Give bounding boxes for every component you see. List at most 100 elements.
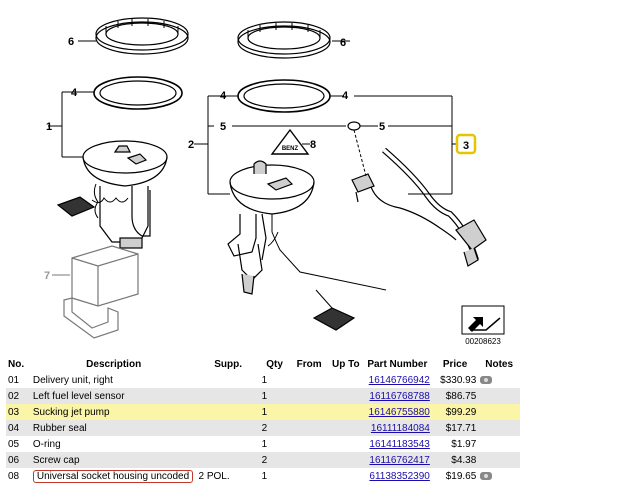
parts-table: No. Description Supp. Qty From Up To Par… <box>6 356 520 484</box>
row-number: 01 <box>6 372 31 388</box>
header-no: No. <box>6 356 31 372</box>
row-description: Sucking jet pump <box>30 404 197 420</box>
part-number-link[interactable]: 16111184084 <box>370 422 430 434</box>
row-part-number: 16146755880 <box>362 404 432 420</box>
row-qty: 1 <box>259 372 290 388</box>
back-arrow-icon[interactable] <box>461 305 505 335</box>
row-description: Left fuel level sensor <box>30 388 197 404</box>
callout-4-left: 4 <box>71 87 78 99</box>
part-number-link[interactable]: 16146766942 <box>368 374 430 386</box>
table-row[interactable]: 08 Universal socket housing uncoded 2 PO… <box>6 468 520 484</box>
header-price: Price <box>431 356 479 372</box>
row-price: $17.71 <box>431 420 479 436</box>
row-number: 04 <box>6 420 31 436</box>
row-upto <box>328 436 363 452</box>
row-from <box>289 468 329 484</box>
row-notes <box>478 420 520 436</box>
row-part-number: 16116768788 <box>362 388 432 404</box>
row-number: 06 <box>6 452 31 468</box>
table-header-row: No. Description Supp. Qty From Up To Par… <box>6 356 520 372</box>
callout-3: 3 <box>463 140 469 152</box>
row-price: $86.75 <box>431 388 479 404</box>
row-price: $99.29 <box>431 404 479 420</box>
row-price: $330.93 <box>431 372 479 388</box>
row-description: Screw cap <box>30 452 197 468</box>
row-notes <box>478 404 520 420</box>
row-number: 05 <box>6 436 31 452</box>
callout-4-right: 4 <box>220 90 227 102</box>
callout-5-right: 5 <box>379 121 385 133</box>
row-supp <box>196 420 260 436</box>
callout-2: 2 <box>188 139 194 151</box>
row-part-number: 16116762417 <box>362 452 432 468</box>
row-part-number: 16146766942 <box>362 372 432 388</box>
camera-icon[interactable] <box>480 471 493 480</box>
table-row[interactable]: 06 Screw cap 2 16116762417 $4.38 <box>6 452 520 468</box>
header-description: Description <box>30 356 197 372</box>
row-description: Delivery unit, right <box>30 372 197 388</box>
row-upto <box>328 404 363 420</box>
row-qty: 1 <box>259 388 290 404</box>
row-notes <box>478 436 520 452</box>
table-row[interactable]: 02 Left fuel level sensor 1 16116768788 … <box>6 388 520 404</box>
header-supp: Supp. <box>196 356 260 372</box>
header-qty: Qty <box>259 356 290 372</box>
header-notes: Notes <box>478 356 520 372</box>
callout-6-left: 6 <box>68 36 74 48</box>
row-supp <box>196 436 260 452</box>
header-upto: Up To <box>328 356 363 372</box>
callout-8: 8 <box>310 139 316 151</box>
description-boxed[interactable]: Universal socket housing uncoded <box>32 469 194 483</box>
table-row-highlighted[interactable]: 03 Sucking jet pump 1 16146755880 $99.29 <box>6 404 520 420</box>
row-number: 08 <box>6 468 31 484</box>
camera-icon[interactable] <box>480 375 493 384</box>
row-qty: 1 <box>259 436 290 452</box>
row-from <box>289 452 329 468</box>
row-notes <box>478 468 520 484</box>
row-supp <box>196 388 260 404</box>
row-part-number: 16111184084 <box>362 420 432 436</box>
row-upto <box>328 420 363 436</box>
table-row[interactable]: 05 O-ring 1 16141183543 $1.97 <box>6 436 520 452</box>
row-upto <box>328 452 363 468</box>
table-row[interactable]: 01 Delivery unit, right 1 16146766942 $3… <box>6 372 520 388</box>
row-notes <box>478 452 520 468</box>
part-number-link[interactable]: 61138352390 <box>369 470 430 482</box>
diagram-id: 00208623 <box>465 337 501 346</box>
callout-3-highlight[interactable]: 3 <box>455 133 477 155</box>
row-part-number: 16141183543 <box>362 436 432 452</box>
row-notes <box>478 372 520 388</box>
parts-diagram: 6 4 1 7 6 4 2 5 5 8 4 BENZ 3 00208623 <box>44 17 505 346</box>
row-part-number: 61138352390 <box>362 468 432 484</box>
table-row[interactable]: 04 Rubber seal 2 16111184084 $17.71 <box>6 420 520 436</box>
callout-7: 7 <box>44 270 50 282</box>
part-number-link[interactable]: 16116768788 <box>369 390 430 402</box>
row-qty: 1 <box>259 468 290 484</box>
callout-5-left: 5 <box>220 121 226 133</box>
row-from <box>289 420 329 436</box>
row-notes <box>478 388 520 404</box>
callout-6-right: 6 <box>340 37 346 49</box>
row-price: $19.65 <box>431 468 479 484</box>
row-description: Universal socket housing uncoded <box>30 468 197 484</box>
callout-4-third: 4 <box>342 90 349 102</box>
row-qty: 2 <box>259 420 290 436</box>
row-qty: 1 <box>259 404 290 420</box>
part-number-link[interactable]: 16146755880 <box>368 406 430 418</box>
row-supp <box>196 452 260 468</box>
part-number-link[interactable]: 16116762417 <box>369 454 430 466</box>
part-number-link[interactable]: 16141183543 <box>369 438 430 450</box>
row-upto <box>328 388 363 404</box>
header-from: From <box>289 356 329 372</box>
row-supp <box>196 404 260 420</box>
warning-label-text: BENZ <box>282 146 299 152</box>
row-from <box>289 372 329 388</box>
row-qty: 2 <box>259 452 290 468</box>
row-from <box>289 404 329 420</box>
row-supp: 2 POL. <box>196 468 260 484</box>
row-upto <box>328 468 363 484</box>
row-description: O-ring <box>30 436 197 452</box>
row-from <box>289 388 329 404</box>
row-from <box>289 436 329 452</box>
row-price: $4.38 <box>431 452 479 468</box>
